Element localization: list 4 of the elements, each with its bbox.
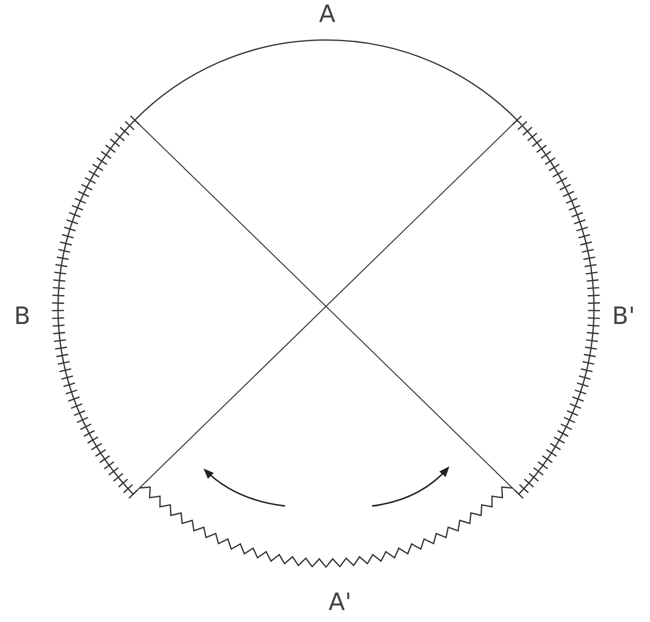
- point-label: A': [328, 590, 352, 614]
- point-label: B: [14, 304, 30, 328]
- point-label: B': [612, 304, 636, 328]
- point-label: A: [319, 2, 336, 26]
